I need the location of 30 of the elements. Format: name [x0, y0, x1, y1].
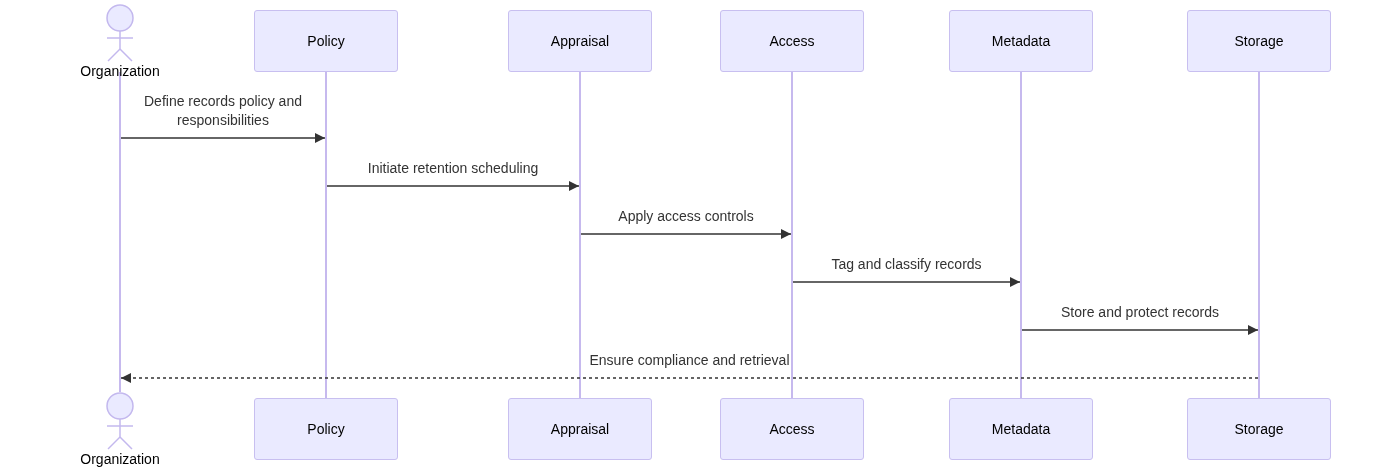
lifeline — [119, 72, 121, 392]
message-arrow — [326, 181, 580, 191]
participant-box: Storage — [1187, 398, 1331, 460]
lifeline — [791, 72, 793, 398]
participant-box: Policy — [254, 10, 398, 72]
message-arrow — [120, 133, 326, 143]
lifeline — [579, 72, 581, 398]
message-label: Initiate retention scheduling — [367, 159, 539, 178]
lifeline — [325, 72, 327, 398]
participant-box: Appraisal — [508, 398, 652, 460]
participant-box: Metadata — [949, 398, 1093, 460]
participant-box: Metadata — [949, 10, 1093, 72]
message-arrow — [120, 373, 1259, 383]
message-label: Apply access controls — [618, 207, 754, 226]
message-arrow — [792, 277, 1021, 287]
lifeline — [1258, 72, 1260, 398]
lifeline — [1020, 72, 1022, 398]
message-label: Define records policy and responsibilities — [143, 92, 303, 130]
participant-box: Access — [720, 398, 864, 460]
participant-box: Appraisal — [508, 10, 652, 72]
message-label: Tag and classify records — [831, 255, 982, 274]
participant-box: Storage — [1187, 10, 1331, 72]
message-label: Store and protect records — [1061, 303, 1219, 322]
actor-label: Organization — [80, 62, 160, 80]
participant-box: Access — [720, 10, 864, 72]
message-arrow — [580, 229, 792, 239]
participant-box: Policy — [254, 398, 398, 460]
message-arrow — [1021, 325, 1259, 335]
message-label: Ensure compliance and retrieval — [589, 351, 790, 370]
actor-label: Organization — [80, 450, 160, 468]
